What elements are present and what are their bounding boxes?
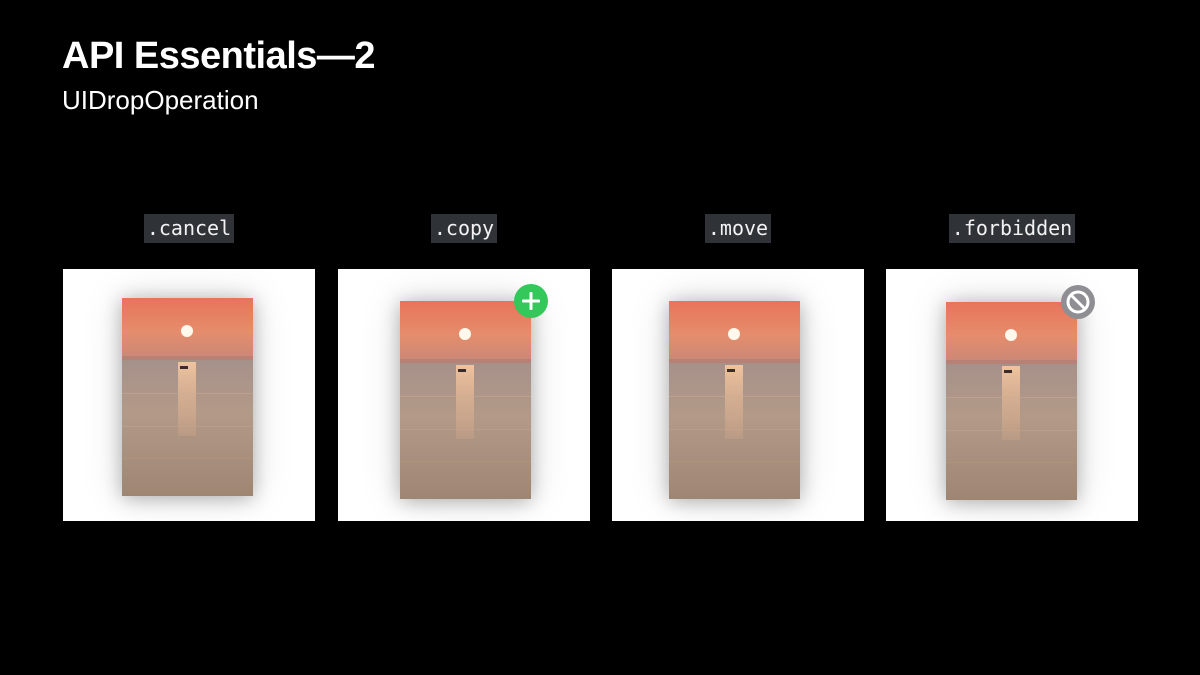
operation-label-cancel: .cancel (143, 214, 235, 243)
sunset-photo-graphic (669, 301, 800, 499)
sunset-photo-graphic (946, 302, 1077, 500)
drop-card-move (612, 269, 864, 521)
sunset-photo-graphic (400, 301, 531, 499)
drop-card-copy (338, 269, 590, 521)
drop-card-forbidden (886, 269, 1138, 521)
operation-move: .move (612, 214, 864, 521)
operation-label-move: .move (704, 214, 772, 243)
sunset-photo-graphic (122, 298, 253, 496)
operation-label-copy: .copy (430, 214, 498, 243)
operation-copy: .copy (338, 214, 590, 521)
operation-cancel: .cancel (63, 214, 315, 521)
slide-subtitle: UIDropOperation (62, 85, 259, 115)
prohibited-icon (1061, 285, 1095, 319)
operation-label-forbidden: .forbidden (948, 214, 1076, 243)
plus-icon (514, 284, 548, 318)
sunset-photo[interactable] (122, 298, 253, 496)
drop-card-cancel (63, 269, 315, 521)
sunset-photo[interactable] (400, 301, 531, 499)
slide-title: API Essentials—2 (62, 35, 376, 77)
sunset-photo[interactable] (669, 301, 800, 499)
operation-forbidden: .forbidden (886, 214, 1138, 521)
sunset-photo[interactable] (946, 302, 1077, 500)
